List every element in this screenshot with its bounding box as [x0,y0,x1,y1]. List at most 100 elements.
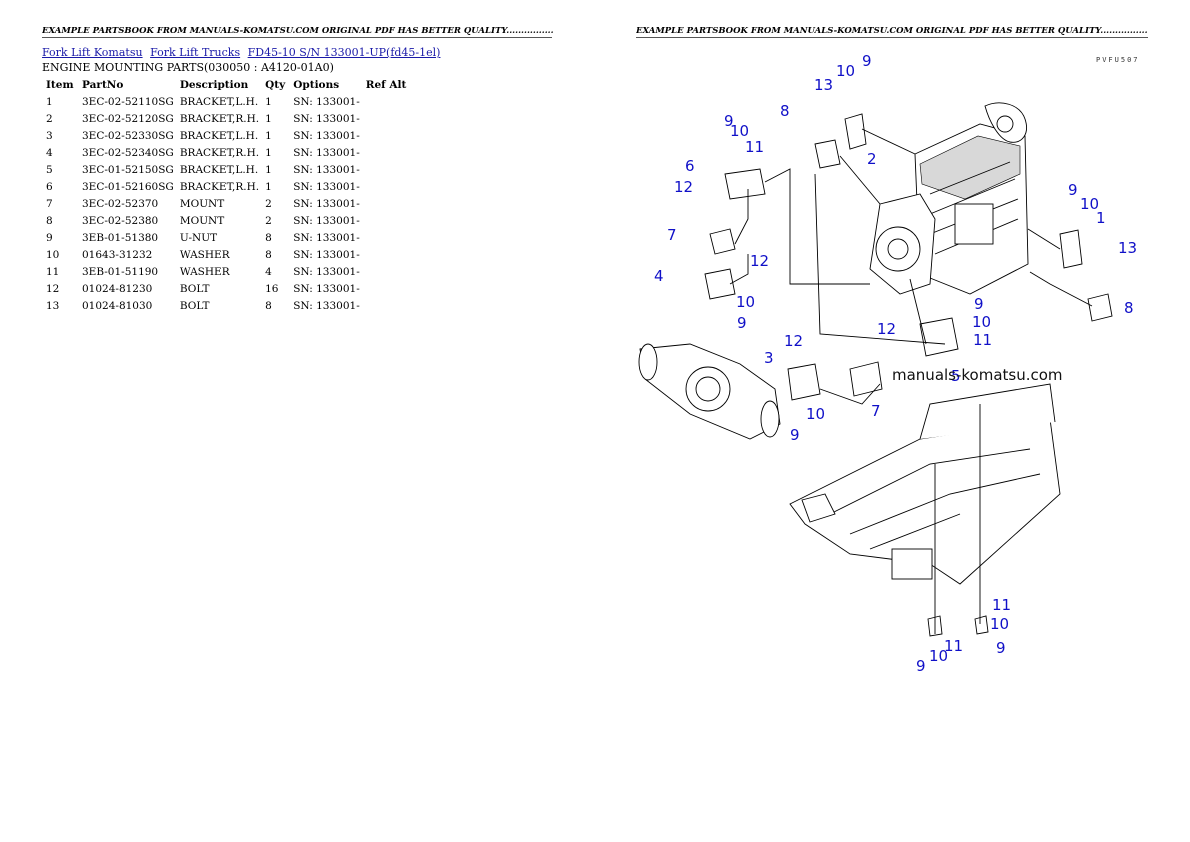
cell-partno: 01643-31232 [82,248,153,261]
cell-ref-alt [362,144,411,161]
callout-label: 12 [750,252,769,270]
cell-item: 4 [46,146,53,159]
callout-label: 11 [944,637,963,655]
cell-ref-alt [362,93,411,110]
leader-lines [729,128,1093,634]
column-header-item: Item [46,78,74,91]
cell-options: SN: 133001- [293,163,360,176]
axle-drawing [638,343,781,440]
callout-label: 9 [724,112,734,130]
cell-partno: 3EC-02-52110SG [82,95,174,108]
cell-description: BRACKET,R.H. [179,146,260,159]
cell-partno: 01024-81030 [82,299,153,312]
cell-ref-alt [362,280,411,297]
cell-qty: 1 [265,163,272,176]
cell-options: SN: 133001- [293,197,360,210]
callout-label: 5 [951,367,961,385]
page-header-1: EXAMPLE PARTSBOOK FROM MANUALS-KOMATSU.C… [42,26,554,36]
column-header-options: Options [293,78,340,91]
engine-drawing [869,102,1029,295]
cell-description: MOUNT [179,197,225,210]
column-header-description: Description [179,78,249,91]
cell-item: 10 [46,248,60,261]
cell-partno: 01024-81230 [82,282,153,295]
cell-item: 2 [46,112,53,125]
cell-qty: 4 [265,265,272,278]
cell-qty: 8 [265,248,272,261]
cell-options: SN: 133001- [293,248,360,261]
callout-label: 10 [730,122,749,140]
cell-options: SN: 133001- [293,299,360,312]
cell-qty: 8 [265,231,272,244]
parts-table: Item PartNo Description Qty Options Ref … [42,76,410,314]
watermark-text: manuals-komatsu.com [892,366,1063,384]
frame-drawing [789,383,1061,585]
section-title: ENGINE MOUNTING PARTS(030050 : A4120-01A… [42,61,334,74]
column-header-qty: Qty [265,78,286,91]
cell-partno: 3EC-02-52380 [82,214,159,227]
callout-label: 9 [916,657,926,675]
cell-item: 7 [46,197,53,210]
exploded-diagram: PVFU507 [630,44,1160,684]
cell-options: SN: 133001- [293,180,360,193]
diagram-code: PVFU507 [1096,56,1140,64]
cell-item: 11 [46,265,60,278]
callout-label: 9 [974,295,984,313]
callout-label: 12 [674,178,693,196]
cell-options: SN: 133001- [293,129,360,142]
cell-ref-alt [362,195,411,212]
cell-options: SN: 133001- [293,112,360,125]
cell-qty: 2 [265,214,272,227]
cell-partno: 3EC-02-52330SG [82,129,174,142]
cell-ref-alt [362,127,411,144]
callout-label: 13 [814,76,833,94]
breadcrumb-link-komatsu[interactable]: Fork Lift Komatsu [42,46,143,59]
breadcrumb-link-fork-lift-trucks[interactable]: Fork Lift Trucks [150,46,241,59]
cell-qty: 1 [265,95,272,108]
callout-label: 1 [1096,209,1106,227]
cell-partno: 3EC-02-52340SG [82,146,174,159]
cell-options: SN: 133001- [293,282,360,295]
callout-label: 11 [745,138,764,156]
cell-partno: 3EC-02-52120SG [82,112,174,125]
header-rule-2 [636,37,1148,38]
breadcrumb-link-model[interactable]: FD45-10 S/N 133001-UP(fd45-1el) [247,46,441,59]
cell-ref-alt [362,212,411,229]
cell-ref-alt [362,246,411,263]
cell-ref-alt [362,263,411,280]
callout-label: 10 [836,62,855,80]
callout-label: 10 [1080,195,1099,213]
cell-item: 12 [46,282,60,295]
cell-qty: 1 [265,112,272,125]
callout-label: 9 [862,52,872,70]
cell-description: BRACKET,L.H. [179,95,259,108]
callout-label: 13 [1118,239,1137,257]
cell-partno: 3EC-02-52370 [82,197,159,210]
callout-label: 8 [780,102,790,120]
callout-label: 11 [992,596,1011,614]
cell-item: 8 [46,214,53,227]
callout-label: 10 [990,615,1009,633]
cell-qty: 16 [265,282,279,295]
cell-partno: 3EC-01-52160SG [82,180,174,193]
cell-item: 9 [46,231,53,244]
page-header-2: EXAMPLE PARTSBOOK FROM MANUALS-KOMATSU.C… [636,26,1148,36]
callout-label: 7 [667,226,677,244]
cell-qty: 1 [265,129,272,142]
cell-description: BRACKET,L.H. [179,163,259,176]
cell-ref-alt [362,297,411,314]
callout-label: 12 [784,332,803,350]
column-header-ref-alt: Ref Alt [365,78,407,91]
callout-labels: 9 10 13 8 2 9 10 11 6 12 7 4 12 10 9 9 1… [654,52,1137,675]
callout-label: 9 [737,314,747,332]
